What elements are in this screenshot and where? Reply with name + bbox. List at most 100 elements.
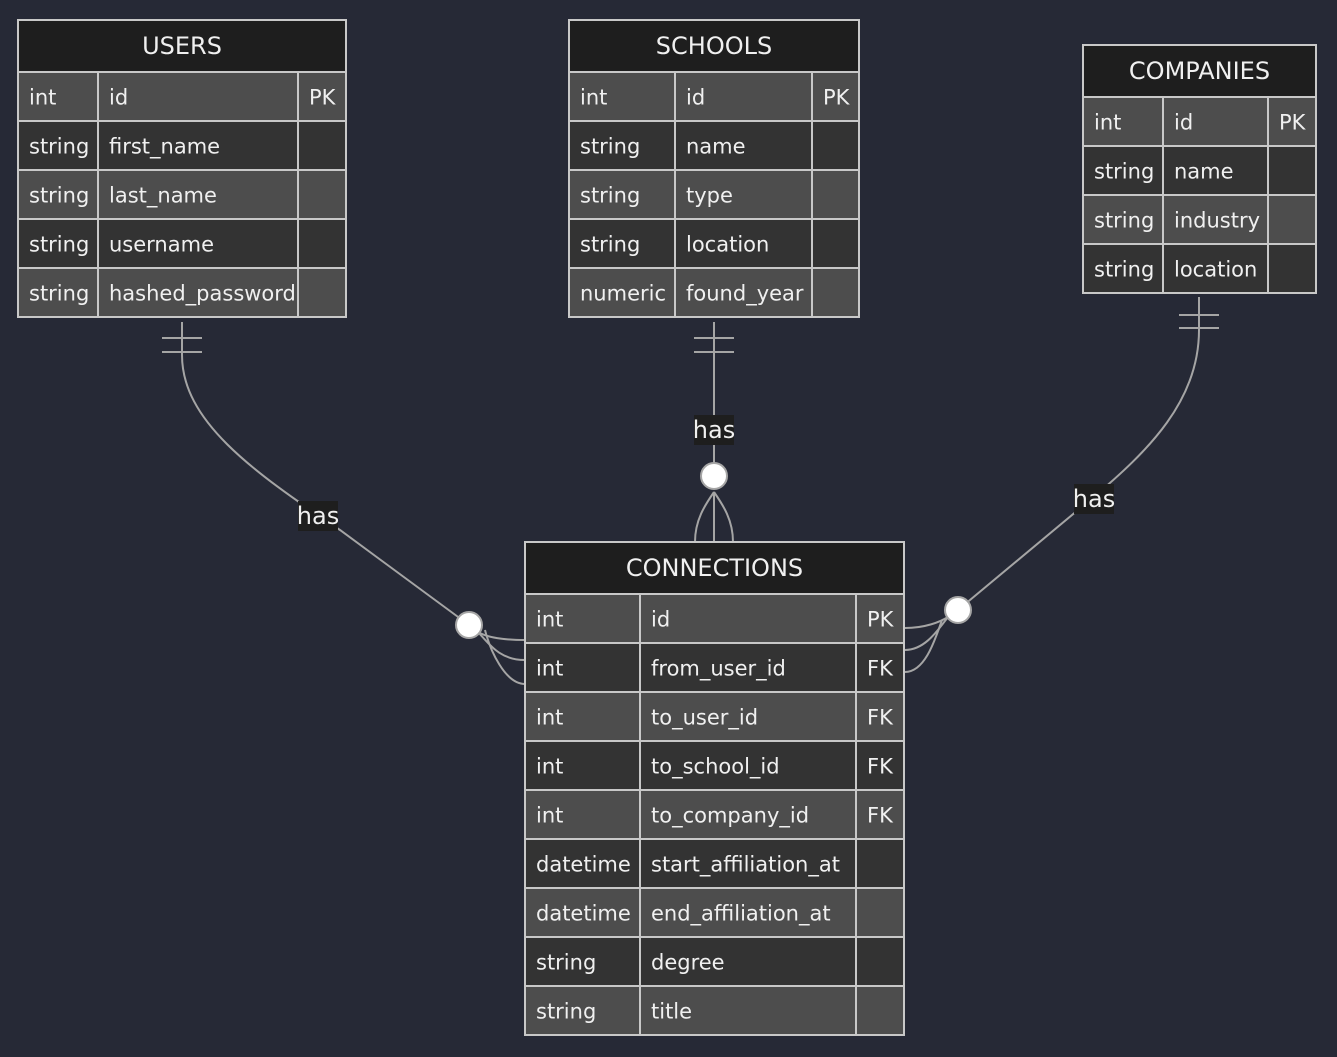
entity-border bbox=[568, 19, 860, 318]
relationship-companies-connections bbox=[904, 297, 1219, 673]
zero-marker bbox=[700, 462, 728, 490]
attribute-name: to_user_id bbox=[651, 706, 758, 731]
entity-grid bbox=[524, 541, 905, 1036]
attribute-type: int bbox=[536, 706, 563, 730]
entity-grid bbox=[568, 19, 860, 318]
attribute-key: FK bbox=[867, 657, 894, 681]
entity-border bbox=[17, 19, 347, 318]
attribute-name: id bbox=[109, 86, 128, 110]
relationships-layer bbox=[162, 297, 1219, 685]
attribute-name: first_name bbox=[109, 135, 220, 160]
attribute-type: int bbox=[580, 86, 607, 110]
attribute-name: type bbox=[686, 184, 733, 208]
attribute-name: location bbox=[1174, 258, 1257, 282]
attribute-row bbox=[18, 121, 346, 170]
entity-title: SCHOOLS bbox=[656, 32, 772, 60]
relationship-labels-layer: has has has bbox=[297, 415, 1115, 531]
crows-foot-marker bbox=[477, 631, 526, 641]
attribute-key: FK bbox=[867, 706, 894, 730]
attribute-type: int bbox=[536, 608, 563, 632]
attribute-key: PK bbox=[309, 86, 337, 110]
label-background bbox=[298, 501, 338, 531]
attribute-type: string bbox=[580, 233, 640, 257]
attribute-type: string bbox=[29, 233, 89, 257]
crows-foot-marker bbox=[694, 491, 715, 543]
attribute-type: int bbox=[536, 755, 563, 779]
attribute-name: end_affiliation_at bbox=[651, 902, 831, 927]
entity-title: CONNECTIONS bbox=[626, 554, 803, 582]
attribute-row bbox=[18, 268, 346, 317]
attribute-row bbox=[569, 72, 859, 121]
entity-title: COMPANIES bbox=[1129, 57, 1270, 85]
attribute-type: int bbox=[536, 804, 563, 828]
attribute-type: string bbox=[1094, 258, 1154, 282]
zero-marker bbox=[944, 596, 972, 624]
attribute-type: string bbox=[580, 184, 640, 208]
entity-border bbox=[1082, 44, 1317, 294]
attribute-name: to_school_id bbox=[651, 755, 780, 780]
attribute-name: found_year bbox=[686, 282, 804, 307]
attribute-row bbox=[18, 170, 346, 219]
label-background bbox=[1074, 484, 1114, 514]
attribute-key: FK bbox=[867, 755, 894, 779]
attribute-name: from_user_id bbox=[651, 657, 786, 682]
entity-grid bbox=[17, 19, 347, 318]
attribute-row bbox=[525, 643, 904, 692]
relationship-line bbox=[957, 297, 1200, 611]
attribute-row bbox=[1083, 195, 1316, 244]
attribute-type: string bbox=[536, 951, 596, 975]
entity-title: USERS bbox=[142, 32, 222, 60]
attribute-type: string bbox=[29, 282, 89, 306]
attribute-type: string bbox=[1094, 209, 1154, 233]
attribute-type: datetime bbox=[536, 902, 631, 926]
attribute-row bbox=[569, 170, 859, 219]
attribute-type: int bbox=[536, 657, 563, 681]
attribute-row bbox=[1083, 97, 1316, 146]
entity-border bbox=[524, 541, 905, 1036]
relationship-label-text: has bbox=[297, 502, 339, 530]
entity-grid bbox=[1082, 44, 1317, 294]
attribute-key: PK bbox=[867, 608, 895, 632]
relationship-line bbox=[181, 322, 470, 626]
attribute-name: hashed_password bbox=[109, 282, 296, 307]
relationship-label-text: has bbox=[693, 416, 735, 444]
attribute-type: string bbox=[536, 1000, 596, 1024]
attribute-row bbox=[525, 839, 904, 888]
attribute-name: degree bbox=[651, 951, 725, 975]
attribute-row bbox=[1083, 244, 1316, 293]
attribute-type: datetime bbox=[536, 853, 631, 877]
attribute-row bbox=[569, 219, 859, 268]
attribute-key: PK bbox=[823, 86, 851, 110]
relationship-label-text: has bbox=[1073, 485, 1115, 513]
attribute-name: to_company_id bbox=[651, 804, 809, 829]
attribute-row bbox=[18, 72, 346, 121]
attribute-row bbox=[525, 692, 904, 741]
attribute-row bbox=[569, 268, 859, 317]
attribute-name: id bbox=[1174, 111, 1193, 135]
entity-header bbox=[18, 20, 346, 72]
attribute-type: string bbox=[580, 135, 640, 159]
label-background bbox=[694, 415, 734, 445]
attribute-row bbox=[1083, 146, 1316, 195]
attribute-row bbox=[525, 790, 904, 839]
attribute-row bbox=[525, 594, 904, 643]
attribute-name: name bbox=[1174, 160, 1234, 184]
attribute-key: FK bbox=[867, 804, 894, 828]
relationship-users-connections bbox=[162, 322, 526, 685]
attribute-row bbox=[569, 121, 859, 170]
attribute-name: name bbox=[686, 135, 746, 159]
attribute-type: int bbox=[29, 86, 56, 110]
entity-header bbox=[525, 542, 904, 594]
attribute-type: numeric bbox=[580, 282, 666, 306]
relationship-label: has bbox=[693, 415, 735, 445]
entity-header bbox=[1083, 45, 1316, 97]
attribute-row bbox=[525, 937, 904, 986]
attribute-name: location bbox=[686, 233, 769, 257]
attribute-key: PK bbox=[1279, 111, 1307, 135]
